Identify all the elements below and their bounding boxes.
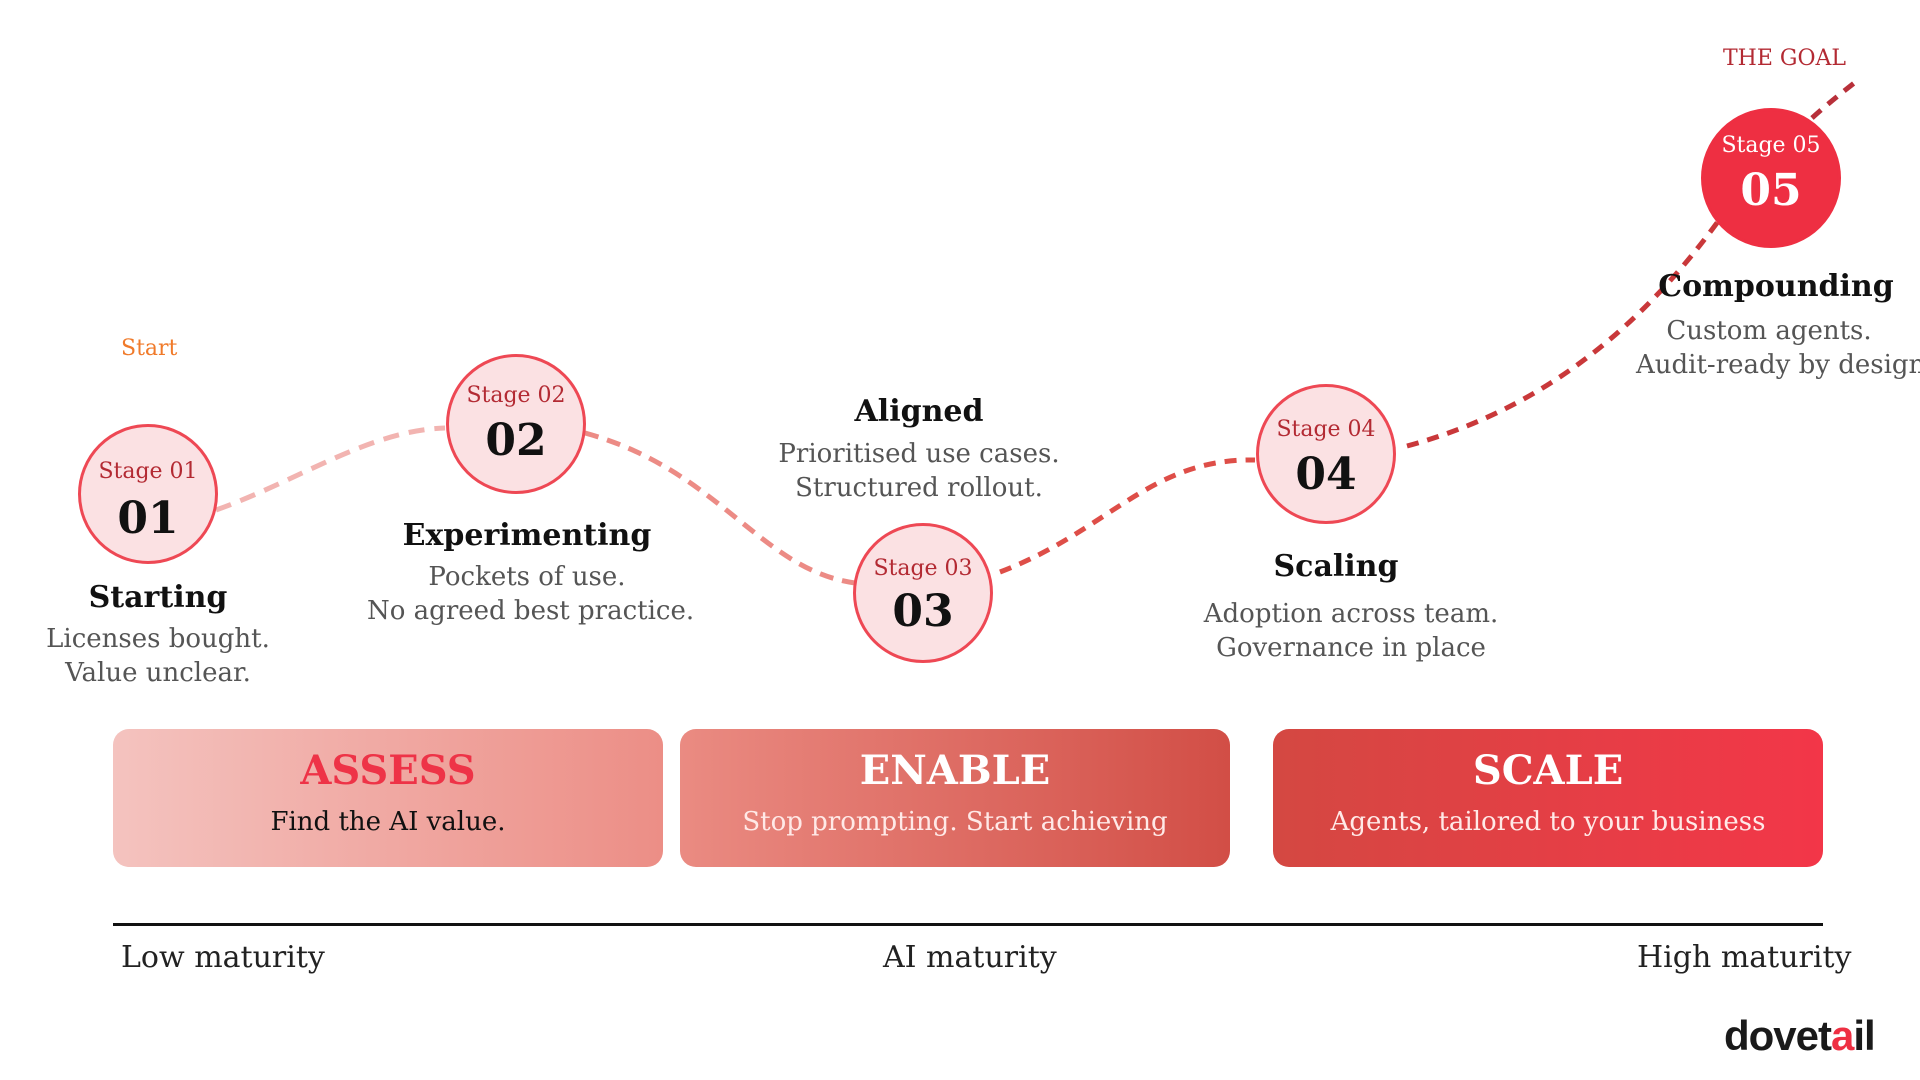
stage-01-circle: Stage 01 01 bbox=[78, 424, 218, 564]
goal-label: THE GOAL bbox=[1723, 46, 1847, 71]
stage-04-desc-1: Adoption across team. bbox=[1203, 599, 1499, 629]
axis-label-low: Low maturity bbox=[121, 940, 325, 975]
phase-assess: ASSESS Find the AI value. bbox=[113, 729, 663, 867]
stage-02-desc-2: No agreed best practice. bbox=[367, 596, 695, 626]
logo-text-suffix: il bbox=[1853, 1012, 1875, 1059]
phase-scale-title: SCALE bbox=[1472, 747, 1624, 794]
stage-04-title: Scaling bbox=[1273, 549, 1399, 584]
stage-05-circle: Stage 05 05 bbox=[1701, 108, 1841, 248]
stage-03-desc-2: Structured rollout. bbox=[795, 473, 1043, 503]
start-label: Start bbox=[121, 336, 178, 361]
phase-assess-title: ASSESS bbox=[300, 747, 476, 794]
stage-03-number: 03 bbox=[892, 586, 954, 637]
phase-assess-subtitle: Find the AI value. bbox=[270, 807, 506, 837]
phase-enable-title: ENABLE bbox=[859, 747, 1051, 794]
stage-03-label: Stage 03 bbox=[873, 556, 973, 581]
curve-segment-5 bbox=[1810, 78, 1860, 120]
stage-05-label: Stage 05 bbox=[1721, 133, 1821, 158]
stage-01-number: 01 bbox=[117, 493, 179, 544]
stage-02-label: Stage 02 bbox=[466, 383, 566, 408]
axis-label-high: High maturity bbox=[1637, 940, 1852, 975]
stage-01-label: Stage 01 bbox=[98, 459, 198, 484]
phase-enable: ENABLE Stop prompting. Start achieving bbox=[680, 729, 1230, 867]
stage-02-title: Experimenting bbox=[402, 518, 652, 553]
stage-04-circle: Stage 04 04 bbox=[1256, 384, 1396, 524]
stage-05-desc-1: Custom agents. bbox=[1666, 316, 1872, 346]
stage-01-desc-1: Licenses bought. bbox=[46, 624, 270, 654]
curve-segment-1 bbox=[215, 425, 446, 513]
stage-05-desc-2: Audit-ready by design bbox=[1636, 350, 1920, 380]
stage-03-title: Aligned bbox=[854, 394, 984, 429]
dovetail-logo: dovetail bbox=[1724, 1012, 1876, 1060]
logo-text-accent: a bbox=[1831, 1012, 1854, 1059]
stage-03-circle: Stage 03 03 bbox=[853, 523, 993, 663]
axis-label-center: AI maturity bbox=[883, 940, 1057, 975]
stage-01-title: Starting bbox=[88, 580, 228, 615]
stage-02-circle: Stage 02 02 bbox=[446, 354, 586, 494]
stage-02-number: 02 bbox=[485, 415, 547, 466]
curve-segment-2 bbox=[584, 430, 856, 586]
phase-enable-subtitle: Stop prompting. Start achieving bbox=[742, 807, 1168, 837]
stage-04-label: Stage 04 bbox=[1276, 417, 1376, 442]
logo-text-prefix: dovet bbox=[1724, 1012, 1832, 1059]
phase-scale: SCALE Agents, tailored to your business bbox=[1273, 729, 1823, 867]
stage-05-title: Compounding bbox=[1658, 269, 1894, 304]
stage-02-desc-1: Pockets of use. bbox=[428, 562, 626, 592]
phase-scale-subtitle: Agents, tailored to your business bbox=[1330, 807, 1766, 837]
curve-segment-4 bbox=[1406, 214, 1725, 449]
curve-segment-3 bbox=[999, 457, 1256, 575]
maturity-axis-line bbox=[113, 923, 1823, 926]
stage-04-number: 04 bbox=[1295, 449, 1357, 500]
stage-05-number: 05 bbox=[1740, 165, 1802, 216]
stage-01-desc-2: Value unclear. bbox=[65, 658, 251, 688]
stage-04-desc-2: Governance in place bbox=[1216, 633, 1486, 663]
stage-03-desc-1: Prioritised use cases. bbox=[778, 439, 1060, 469]
